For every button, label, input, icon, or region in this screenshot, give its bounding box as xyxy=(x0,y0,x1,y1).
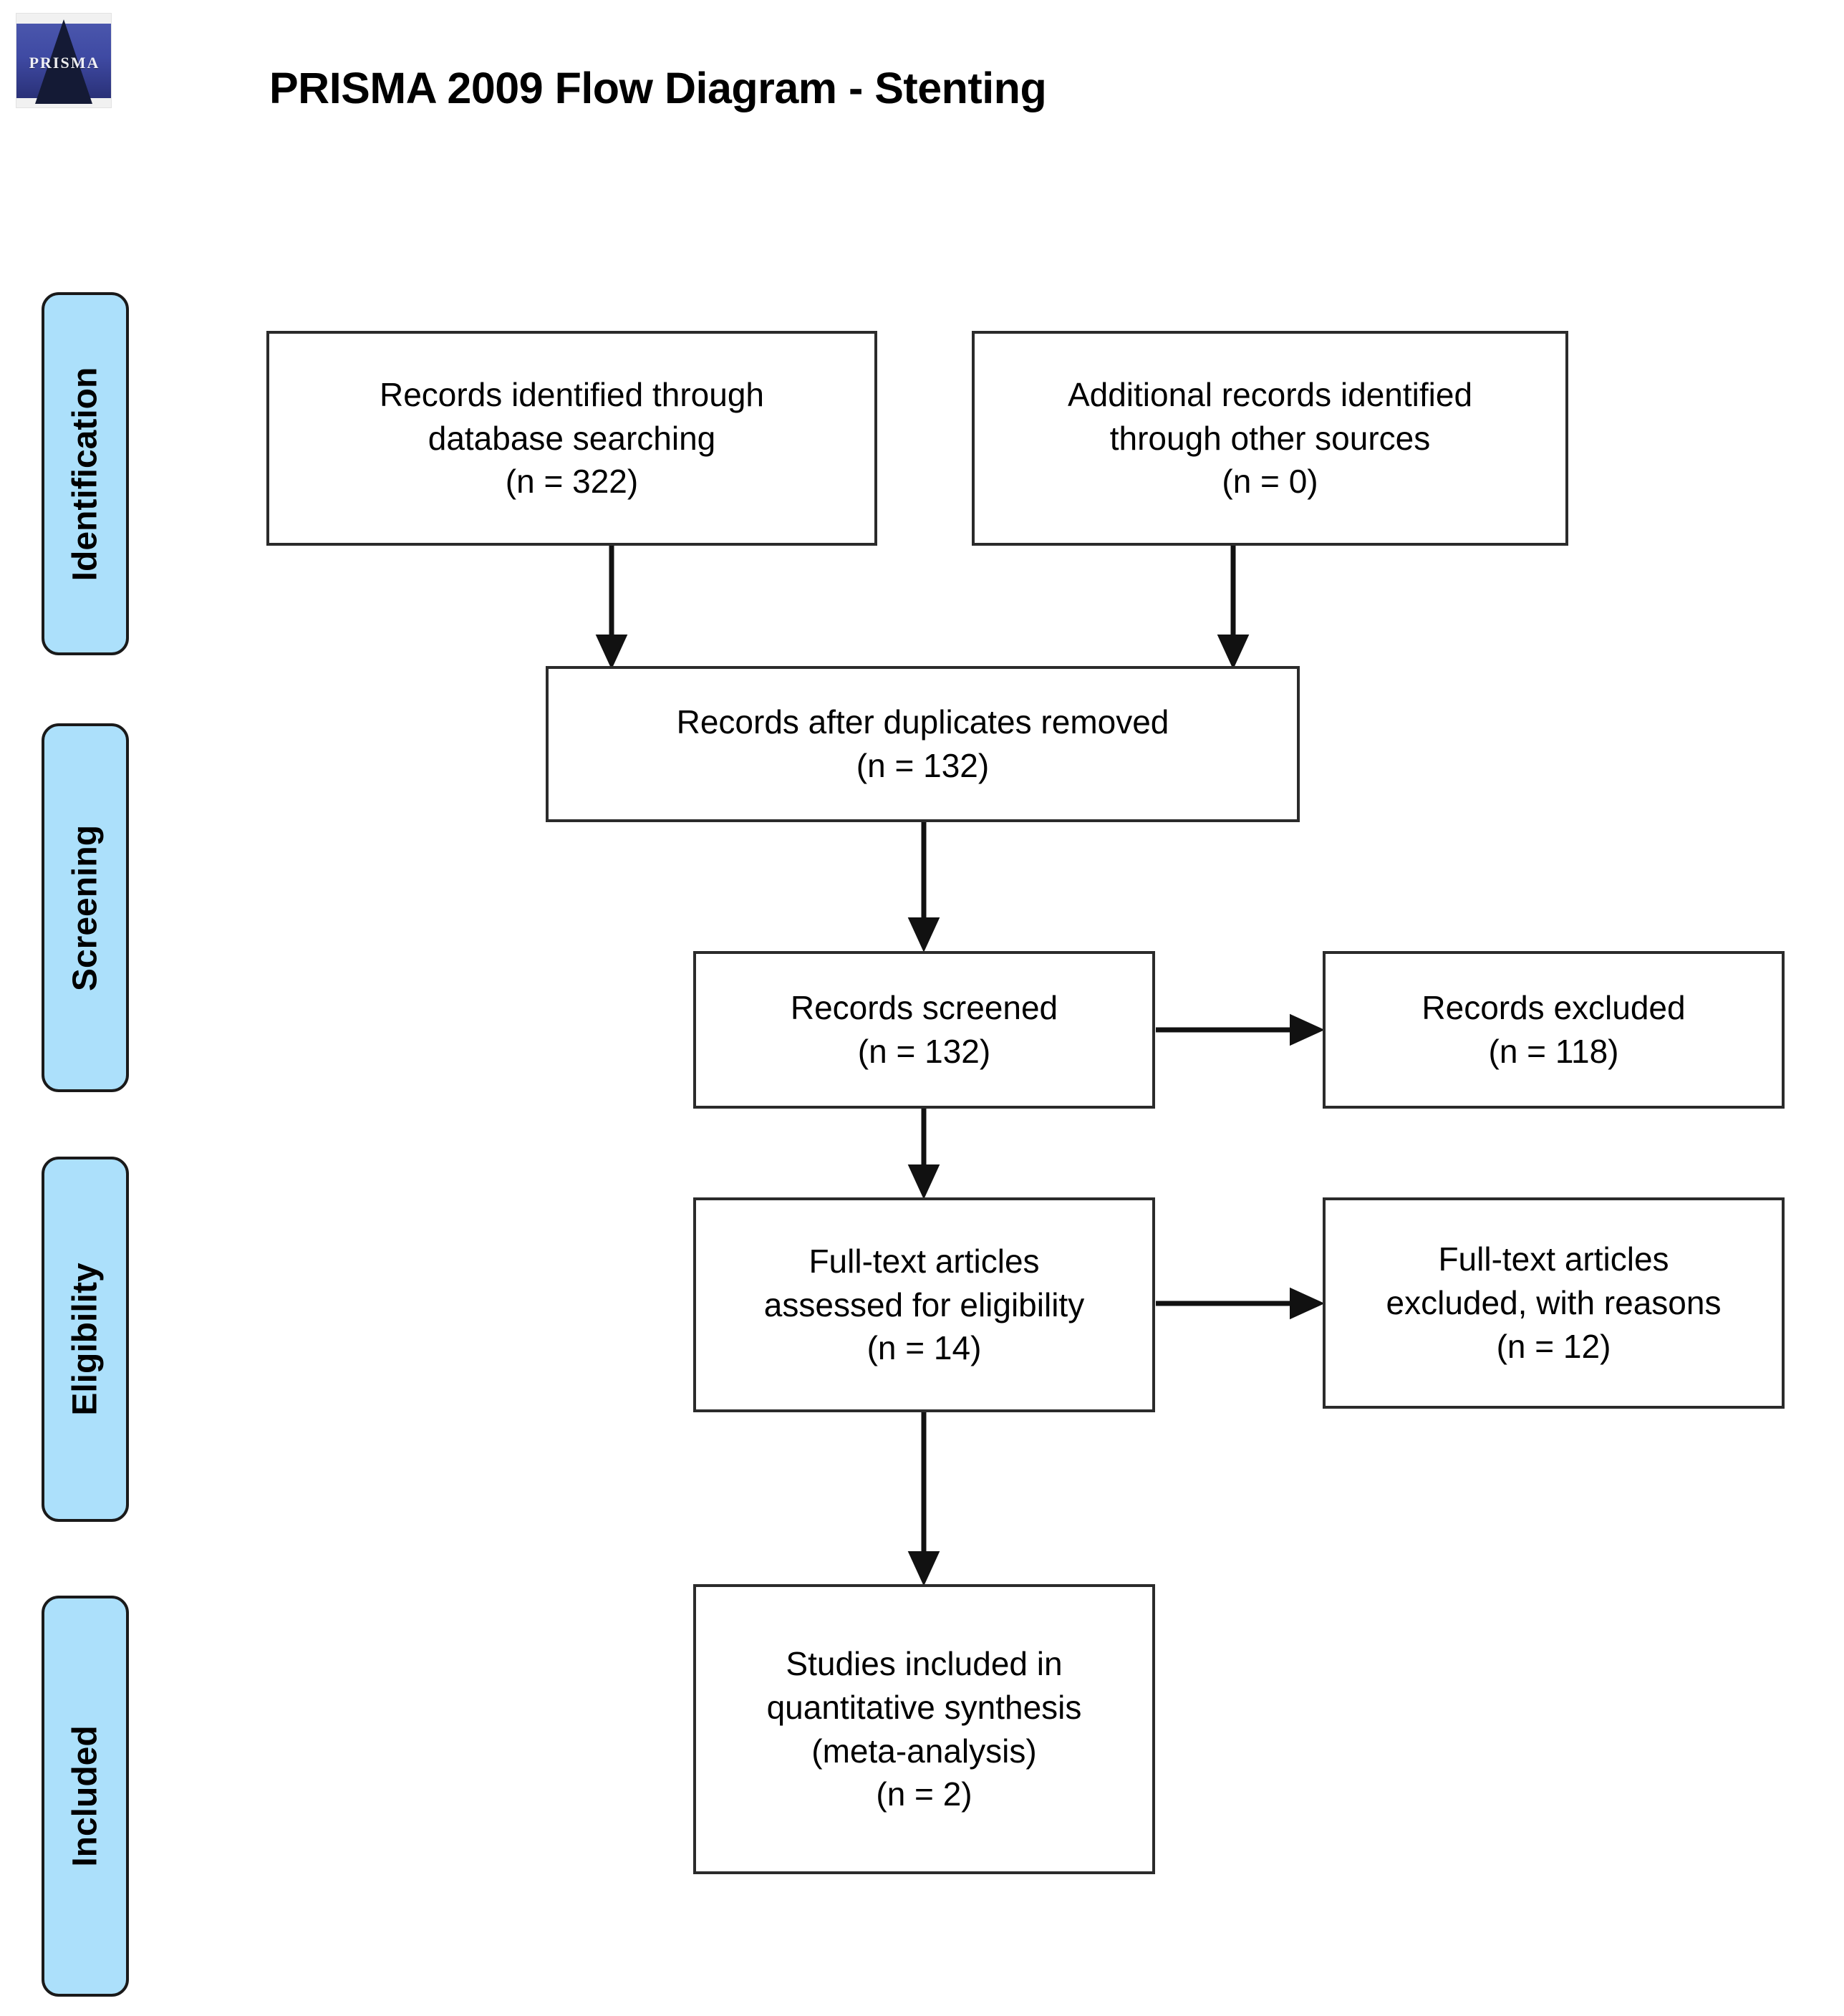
box-line: (n = 14) xyxy=(867,1329,982,1367)
box-records-screened: Records screened (n = 132) xyxy=(693,951,1155,1109)
box-line: (n = 12) xyxy=(1496,1327,1611,1365)
box-line: Studies included in xyxy=(786,1645,1063,1683)
box-line: Full-text articles xyxy=(1438,1240,1669,1278)
box-line: Records after duplicates removed xyxy=(676,703,1169,741)
box-line: (n = 132) xyxy=(857,1033,991,1070)
box-line: quantitative synthesis xyxy=(766,1688,1082,1726)
page-header: PRISMA PRISMA 2009 Flow Diagram - Stenti… xyxy=(0,0,1844,158)
stage-tab-identification: Identification xyxy=(42,292,129,655)
logo-prism-triangle xyxy=(35,19,92,104)
stage-label-included: Included xyxy=(66,1725,105,1867)
box-line: (n = 132) xyxy=(856,747,990,784)
box-line: Records identified through xyxy=(380,375,764,413)
box-line: Records screened xyxy=(790,989,1058,1027)
box-records-after-duplicates-removed: Records after duplicates removed (n = 13… xyxy=(546,666,1300,822)
stage-label-identification: Identification xyxy=(66,367,105,581)
box-line: (n = 0) xyxy=(1222,463,1318,501)
box-line: (n = 118) xyxy=(1488,1033,1619,1070)
box-additional-records-other-sources: Additional records identified through ot… xyxy=(972,331,1568,546)
stage-label-eligibility: Eligibility xyxy=(66,1263,105,1416)
box-line: (meta-analysis) xyxy=(811,1732,1037,1770)
box-line: excluded, with reasons xyxy=(1386,1284,1722,1322)
stage-tab-eligibility: Eligibility xyxy=(42,1157,129,1522)
box-line: assessed for eligibility xyxy=(763,1286,1085,1323)
box-records-identified-database: Records identified through database sear… xyxy=(266,331,877,546)
stage-tab-screening: Screening xyxy=(42,723,129,1092)
stage-label-screening: Screening xyxy=(66,824,105,991)
box-records-excluded: Records excluded (n = 118) xyxy=(1323,951,1785,1109)
box-line: through other sources xyxy=(1109,419,1431,457)
stage-tab-included: Included xyxy=(42,1596,129,1997)
box-studies-included-quantitative-synthesis: Studies included in quantitative synthes… xyxy=(693,1584,1155,1874)
box-line: database searching xyxy=(428,419,716,457)
box-fulltext-assessed-for-eligibility: Full-text articles assessed for eligibil… xyxy=(693,1197,1155,1412)
page-title: PRISMA 2009 Flow Diagram - Stenting xyxy=(269,64,1047,112)
box-line: (n = 322) xyxy=(505,463,639,501)
prisma-logo-icon: PRISMA xyxy=(16,13,112,108)
box-line: Full-text articles xyxy=(808,1242,1040,1280)
logo-wordmark: PRISMA xyxy=(29,54,100,72)
box-fulltext-excluded-with-reasons: Full-text articles excluded, with reason… xyxy=(1323,1197,1785,1409)
box-line: Records excluded xyxy=(1421,989,1686,1027)
box-line: Additional records identified xyxy=(1067,375,1473,413)
box-line: (n = 2) xyxy=(876,1775,972,1813)
